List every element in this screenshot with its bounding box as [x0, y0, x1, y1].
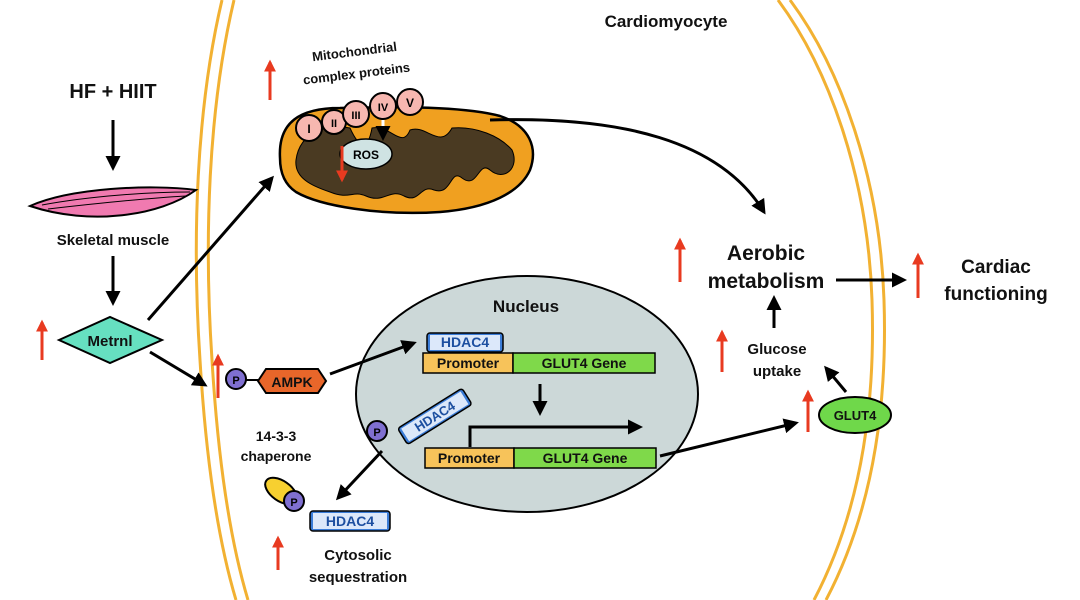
chaperone-line1: 14-3-3 [256, 428, 297, 444]
phospho-dot-nucleus: P [366, 420, 388, 442]
complex-IV: IV [369, 92, 397, 120]
promoter-label-bottom: Promoter [438, 450, 501, 466]
cytosolic-line2: sequestration [309, 569, 407, 586]
mito-to-aerobic-arrow [489, 118, 766, 215]
gene-to-glut4-arrow [659, 418, 799, 458]
ampk-hexagon [256, 368, 328, 394]
nucleus-label: Nucleus [493, 297, 559, 316]
phospho-dot-cytosol: P [283, 490, 305, 512]
glucose-line1: Glucose [747, 341, 806, 358]
svg-text:II: II [331, 118, 337, 130]
chaperone-line2: chaperone [241, 448, 312, 464]
ampk-phospho: P [225, 368, 247, 390]
glut4-gene-label-top: GLUT4 Gene [542, 355, 627, 371]
complex-III: III [342, 100, 370, 128]
metrnl-diamond [56, 315, 165, 365]
svg-text:P: P [290, 497, 297, 509]
promoter-label-top: Promoter [437, 355, 500, 371]
nuclear-export-arrow [335, 449, 384, 501]
skeletal-muscle-label: Skeletal muscle [57, 232, 170, 249]
cardiac-line2: functioning [944, 284, 1047, 305]
complex-I: I [295, 114, 323, 142]
svg-text:P: P [373, 427, 380, 439]
metrnl-to-mito-arrow [146, 175, 274, 321]
mito-title-line2: complex proteins [302, 60, 411, 88]
aerobic-line2: metabolism [708, 270, 825, 293]
cardiac-line1: Cardiac [961, 257, 1031, 278]
svg-text:III: III [351, 110, 360, 122]
ampk-to-nucleus-arrow [329, 340, 417, 376]
svg-text:P: P [232, 375, 239, 387]
metrnl-label: Metrnl [88, 333, 133, 350]
glut4-transporter [818, 396, 892, 434]
aerobic-line1: Aerobic [727, 242, 806, 265]
glut4-to-glucose-arrow [824, 365, 848, 393]
diagram-title: Cardiomyocyte [605, 12, 728, 31]
transcription-arrow [468, 419, 643, 447]
complex-V: V [396, 88, 424, 116]
ampk-label: AMPK [271, 374, 312, 390]
hdac4-label-cytosol: HDAC4 [326, 513, 374, 529]
glut4-gene-box-bottom [513, 447, 657, 469]
svg-text:IV: IV [378, 102, 389, 114]
ros-label: ROS [353, 148, 379, 162]
stimulus-label: HF + HIIT [69, 81, 156, 103]
glucose-line2: uptake [753, 363, 801, 380]
hdac4-label-nucleus: HDAC4 [441, 334, 489, 350]
cytosolic-line1: Cytosolic [324, 547, 392, 564]
mito-title-line1: Mitochondrial [311, 39, 397, 64]
svg-text:I: I [307, 122, 310, 136]
metrnl-to-ampk-arrow [149, 350, 208, 387]
glut4-gene-label-bottom: GLUT4 Gene [543, 450, 628, 466]
glut4-label: GLUT4 [834, 408, 877, 423]
cell-membrane [194, 0, 886, 600]
glut4-gene-box-top [512, 352, 656, 374]
ros-bubble [339, 138, 393, 170]
svg-text:V: V [406, 96, 414, 110]
